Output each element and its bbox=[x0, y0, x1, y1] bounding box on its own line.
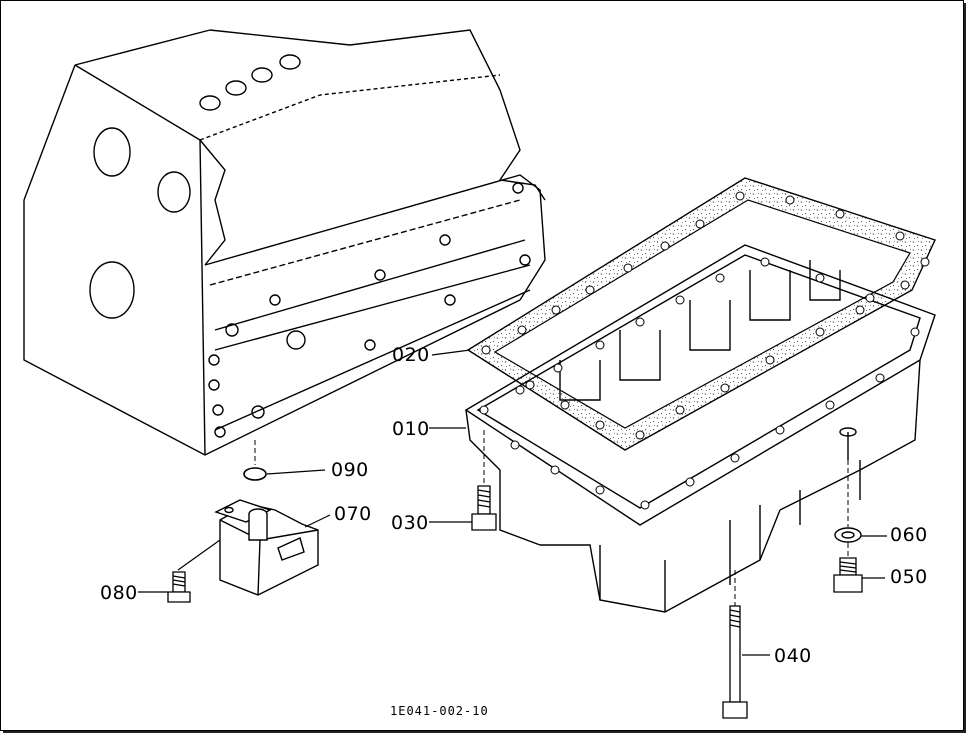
drain-plug-050 bbox=[833, 543, 863, 593]
oil-pan-bolt-holes bbox=[479, 257, 920, 510]
callout-060: 060 bbox=[890, 524, 928, 546]
bolt-080 bbox=[167, 571, 191, 603]
callout-labels: 020 010 030 040 050 060 070 080 090 bbox=[100, 344, 928, 667]
callout-070: 070 bbox=[334, 503, 372, 525]
bolt-030 bbox=[471, 430, 497, 531]
oil-pan-gasket bbox=[466, 177, 936, 451]
callout-090: 090 bbox=[331, 459, 369, 481]
callout-040: 040 bbox=[774, 645, 812, 667]
callout-080: 080 bbox=[100, 582, 138, 604]
drawing-code: 1E041-002-10 bbox=[390, 704, 489, 718]
engine-block bbox=[23, 29, 546, 456]
leader-lines bbox=[138, 349, 887, 656]
callout-020: 020 bbox=[392, 344, 430, 366]
bolt-040 bbox=[722, 570, 748, 719]
oil-pipe-strainer bbox=[214, 499, 319, 596]
gasket-bolt-holes bbox=[481, 191, 930, 440]
callout-050: 050 bbox=[890, 566, 928, 588]
washer-060 bbox=[834, 460, 862, 543]
callout-030: 030 bbox=[391, 512, 429, 534]
callout-010: 010 bbox=[392, 418, 430, 440]
o-ring bbox=[243, 440, 267, 481]
